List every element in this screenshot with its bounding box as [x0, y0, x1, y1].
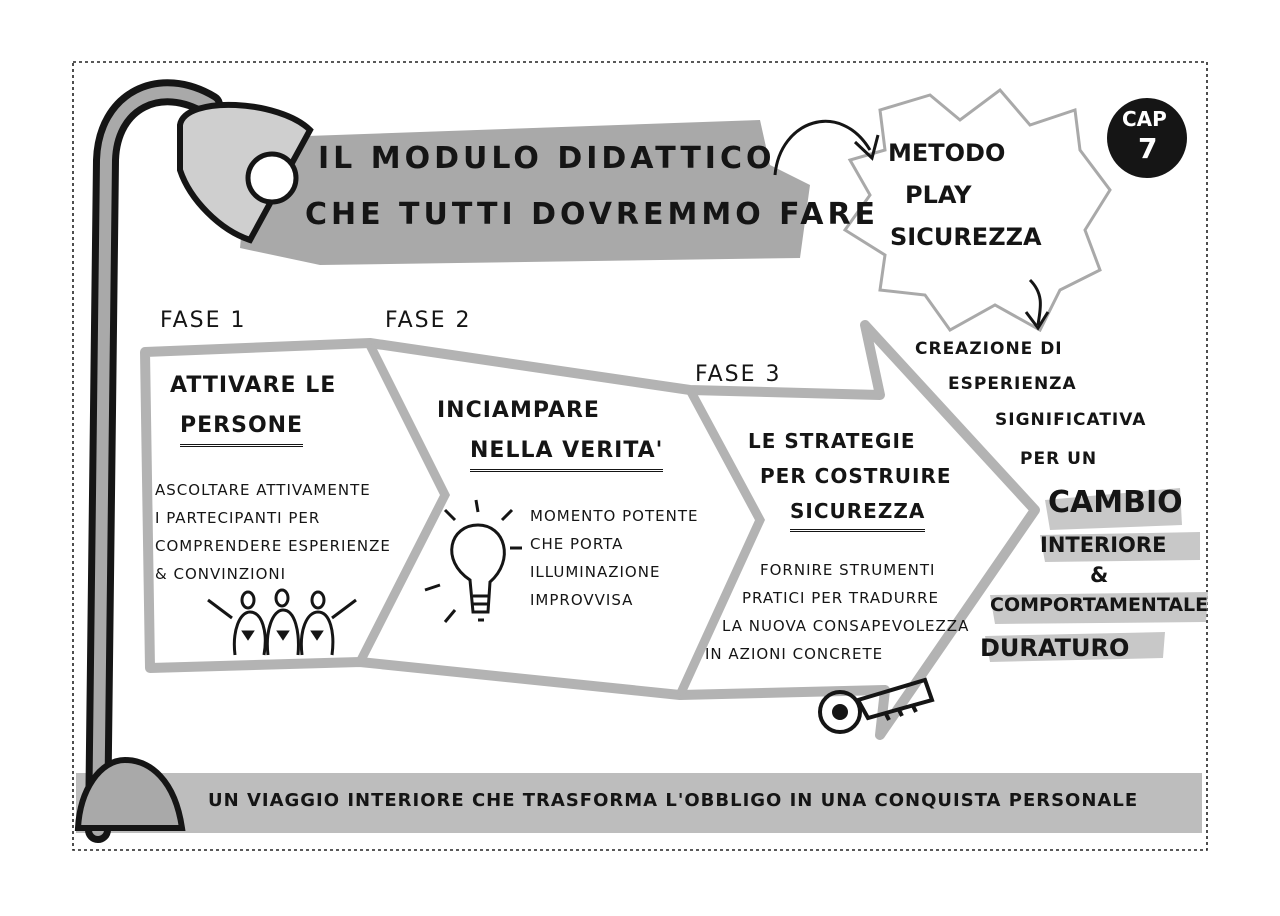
- result-line-4: PER UN: [1020, 449, 1098, 469]
- phase-3-label: FASE 3: [695, 362, 782, 387]
- phase-3-title-line-2: PER COSTRUIRE: [760, 464, 952, 488]
- journey-arrow: [140, 320, 1040, 740]
- phase-1-label: FASE 1: [160, 308, 247, 333]
- phase-1-body-line-2: I PARTECIPANTI PER: [155, 509, 321, 527]
- chevron-separator-1: [355, 342, 451, 665]
- result-emph-2: COMPORTAMENTALE: [990, 594, 1209, 616]
- key-icon: [818, 677, 935, 734]
- phase-2-body-line-3: ILLUMINAZIONE: [530, 563, 661, 581]
- phase-2-label: FASE 2: [385, 308, 472, 333]
- phase-2-title-line-2: NELLA VERITA': [470, 438, 664, 473]
- result-emph-1: INTERIORE: [1040, 533, 1167, 557]
- phase-2-body-line-1: MOMENTO POTENTE: [530, 507, 699, 525]
- phase-2-body-line-4: IMPROVVISA: [530, 591, 634, 609]
- title-highlight: [240, 120, 810, 265]
- chapter-badge-label: CAP: [1122, 107, 1167, 131]
- phase-3-body-line-3: LA NUOVA CONSAPEVOLEZZA: [722, 617, 970, 635]
- duraturo-highlight: [985, 632, 1165, 662]
- result-ampersand: &: [1090, 563, 1109, 587]
- comportamentale-highlight: [990, 592, 1208, 624]
- phase-1-title-line-2: PERSONE: [180, 413, 304, 448]
- phase-3-title-line-3: SICUREZZA: [790, 500, 926, 532]
- chapter-badge: [1107, 98, 1187, 178]
- result-line-3: SIGNIFICATIVA: [995, 410, 1147, 430]
- phase-1-title-line-1: ATTIVARE LE: [170, 373, 337, 398]
- result-line-1: CREAZIONE DI: [915, 339, 1063, 359]
- phase-2-title-line-1: INCIAMPARE: [437, 398, 600, 423]
- phase-2-body-line-2: CHE PORTA: [530, 535, 624, 553]
- stamp-border: [72, 61, 1208, 851]
- down-arrow-icon: [1028, 278, 1042, 326]
- down-arrow-head-icon: [1024, 311, 1050, 331]
- lightbulb-icon: [424, 499, 522, 623]
- title-line-2: CHE TUTTI DOVREMMO FARE: [305, 197, 880, 232]
- street-lamp-icon: [74, 79, 314, 843]
- result-emph-3: DURATURO: [980, 634, 1130, 662]
- burst-line-2: PLAY: [905, 181, 972, 209]
- phase-1-body-line-4: & CONVINZIONI: [155, 565, 287, 583]
- footer-band: [76, 773, 1202, 833]
- phase-3-body-line-4: IN AZIONI CONCRETE: [705, 645, 884, 663]
- phase-3-title-line-1: LE STRATEGIE: [748, 429, 916, 453]
- burst-line-3: SICUREZZA: [890, 223, 1042, 251]
- chevron-separator-2: [675, 387, 766, 697]
- curved-arrow-head-icon: [853, 134, 880, 161]
- footer-tagline: UN VIAGGIO INTERIORE CHE TRASFORMA L'OBB…: [208, 790, 1139, 811]
- people-hearts-icon: [207, 588, 357, 656]
- curved-arrow-icon: [773, 120, 872, 176]
- chapter-badge-number: 7: [1138, 132, 1158, 165]
- interiore-highlight: [1040, 532, 1200, 562]
- title-line-1: IL MODULO DIDATTICO: [318, 141, 776, 176]
- burst-line-1: METODO: [888, 139, 1006, 167]
- phase-3-body-line-1: FORNIRE STRUMENTI: [760, 561, 936, 579]
- result-big: CAMBIO: [1048, 485, 1183, 520]
- phase-3-body-line-2: PRATICI PER TRADURRE: [742, 589, 940, 607]
- burst-shape: [842, 87, 1112, 333]
- phase-1-body-line-1: ASCOLTARE ATTIVAMENTE: [155, 481, 371, 499]
- cambio-highlight: [1045, 488, 1182, 530]
- phase-1-body-line-3: COMPRENDERE ESPERIENZE: [155, 537, 391, 555]
- result-line-2: ESPERIENZA: [948, 374, 1077, 394]
